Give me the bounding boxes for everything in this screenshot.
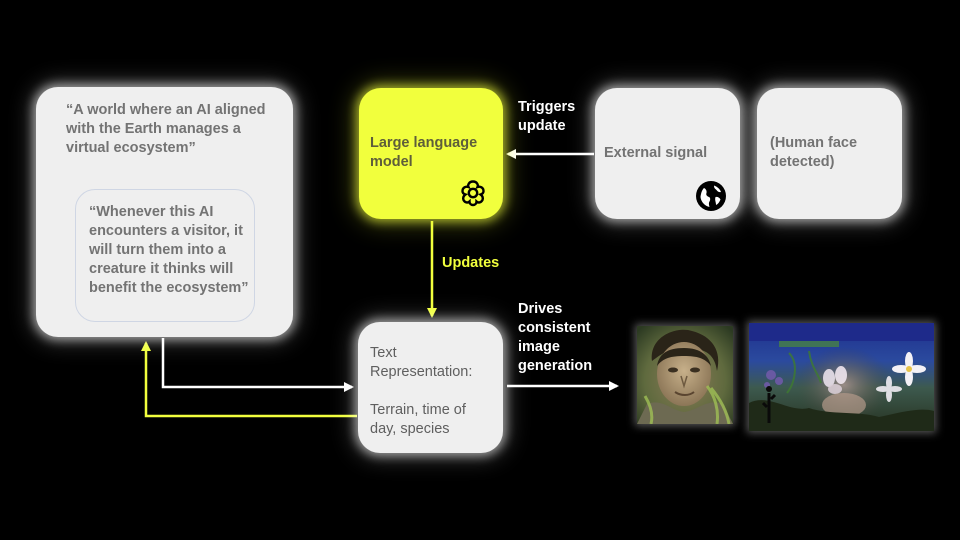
garden-scene-graphic (749, 323, 934, 431)
llm-label: Large language model (370, 135, 478, 170)
arrow-world-to-textrep (161, 338, 354, 392)
face-detected-box: (Human face detected) (757, 88, 902, 219)
external-signal-label: External signal (604, 145, 708, 161)
updates-label: Updates (442, 255, 500, 271)
visitor-rule-text: “Whenever this AI encounters a visitor, … (89, 204, 249, 296)
llm-box: Large language model (359, 88, 503, 219)
flower-gear-icon (461, 180, 485, 207)
face-detected-label: (Human face detected) (770, 135, 858, 170)
projected-garden-scene (749, 323, 934, 431)
face-photo-graphic (637, 326, 733, 424)
text-representation-label: Text Representation: Terrain, time of da… (370, 345, 473, 437)
triggers-update-label: Triggers update (518, 99, 576, 134)
text-representation-box: Text Representation: Terrain, time of da… (358, 322, 503, 453)
visitor-rule-box: “Whenever this AI encounters a visitor, … (75, 189, 255, 322)
face-photo (637, 326, 733, 424)
arrow-textrep-to-world (141, 341, 357, 418)
world-description-text: “A world where an AI aligned with the Ea… (66, 102, 266, 156)
globe-icon (696, 181, 726, 211)
drives-generation-label: Drives consistent image generation (518, 301, 593, 374)
external-signal-box: External signal (595, 88, 740, 219)
